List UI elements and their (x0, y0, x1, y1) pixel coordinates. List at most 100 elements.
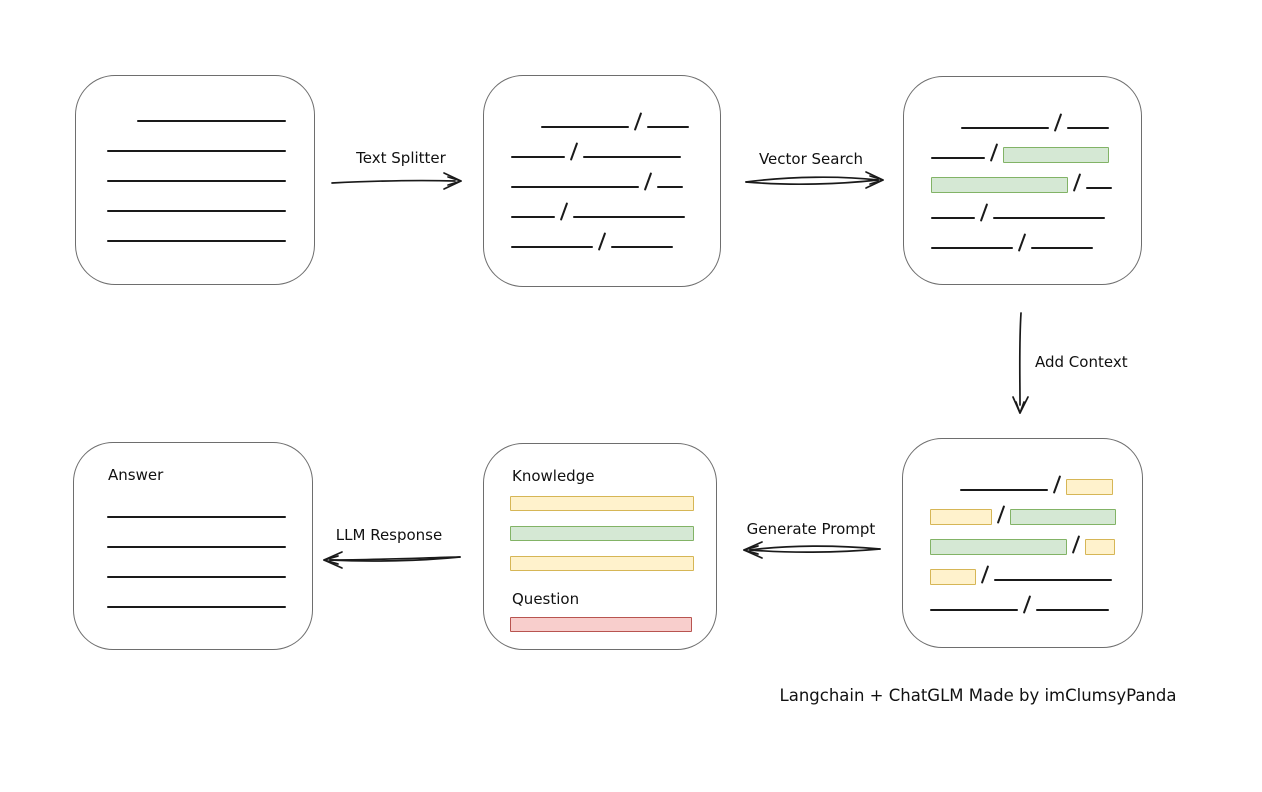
red-chunk-box (510, 616, 692, 632)
text-line (647, 126, 689, 128)
segment-row (930, 465, 1142, 495)
text-line (511, 186, 639, 188)
question-label: Question (512, 590, 580, 608)
green-chunk-box (1003, 147, 1109, 163)
segment-row (931, 223, 1141, 253)
segment-row (107, 186, 314, 216)
document-lines (76, 76, 314, 246)
segment-row (107, 126, 314, 156)
segment-row (511, 132, 720, 162)
segment-row (510, 518, 716, 548)
segment-row (511, 102, 720, 132)
segment-row (931, 103, 1141, 133)
text-line (107, 606, 286, 608)
indent-gap (107, 125, 137, 126)
segment-row (931, 133, 1141, 163)
segment-row (931, 193, 1141, 223)
green-chunk-box (1010, 509, 1116, 525)
add-context-label: Add Context (1035, 353, 1128, 371)
vector-matched-node (903, 76, 1142, 285)
text-line (107, 210, 286, 212)
slash-separator (1017, 233, 1027, 252)
segment-row (510, 609, 716, 639)
segment-row (510, 548, 716, 578)
segment-row (930, 555, 1142, 585)
yellow-chunk-box (1085, 539, 1115, 555)
segment-row (107, 156, 314, 186)
add-context-arrow (1012, 312, 1029, 414)
answer-lines (74, 485, 312, 612)
context-node (902, 438, 1143, 648)
segment-row (107, 216, 314, 246)
yellow-chunk-box (1066, 479, 1113, 495)
slash-separator (1053, 113, 1063, 132)
slash-separator (979, 203, 989, 222)
context-chunk-lines (903, 439, 1142, 615)
text-line (511, 246, 593, 248)
segment-row (107, 492, 312, 522)
segment-row (930, 525, 1142, 555)
chunk-lines (484, 76, 720, 252)
text-line (511, 216, 555, 218)
text-line (107, 240, 286, 242)
generate-prompt-arrow (743, 541, 881, 559)
text-line (931, 157, 985, 159)
slash-separator (1022, 595, 1032, 614)
text-line (107, 546, 286, 548)
text-line (1036, 609, 1109, 611)
split-chunks-node (483, 75, 721, 287)
text-line (961, 127, 1049, 129)
llm-response-arrow (323, 551, 461, 569)
green-chunk-box (930, 539, 1067, 555)
text-splitter-label: Text Splitter (356, 149, 446, 167)
segment-row (510, 488, 716, 518)
segment-row (107, 582, 312, 612)
question-bar (510, 609, 716, 639)
text-line (993, 217, 1105, 219)
text-line (107, 150, 286, 152)
segment-row (930, 585, 1142, 615)
segment-row (931, 163, 1141, 193)
text-line (657, 186, 683, 188)
text-line (107, 516, 286, 518)
text-line (137, 120, 286, 122)
segment-row (107, 522, 312, 552)
slash-separator (996, 505, 1006, 524)
text-line (1031, 247, 1093, 249)
slash-separator (643, 172, 653, 191)
indent-gap (511, 131, 541, 132)
segment-row (511, 162, 720, 192)
text-splitter-arrow (331, 172, 462, 190)
text-line (994, 579, 1112, 581)
text-line (1086, 187, 1112, 189)
text-line (611, 246, 673, 248)
generate-prompt-label: Generate Prompt (746, 520, 876, 538)
slash-separator (989, 143, 999, 162)
llm-response-label: LLM Response (335, 526, 443, 544)
text-line (931, 217, 975, 219)
green-chunk-box (510, 525, 694, 541)
text-line (930, 609, 1018, 611)
text-line (1067, 127, 1109, 129)
yellow-chunk-box (510, 495, 694, 511)
segment-row (511, 222, 720, 252)
text-line (960, 489, 1048, 491)
indent-gap (931, 132, 961, 133)
knowledge-bars (510, 488, 716, 578)
text-line (583, 156, 681, 158)
answer-node: Answer (73, 442, 313, 650)
slash-separator (980, 565, 990, 584)
indent-gap (930, 494, 960, 495)
text-line (511, 156, 565, 158)
slash-separator (1072, 173, 1082, 192)
green-chunk-box (931, 177, 1068, 193)
diagram-caption: Langchain + ChatGLM Made by imClumsyPand… (779, 686, 1177, 705)
slash-separator (597, 232, 607, 251)
segment-row (511, 192, 720, 222)
text-line (541, 126, 629, 128)
slash-separator (1071, 535, 1081, 554)
slash-separator (569, 142, 579, 161)
segment-row (107, 552, 312, 582)
yellow-chunk-box (510, 555, 694, 571)
